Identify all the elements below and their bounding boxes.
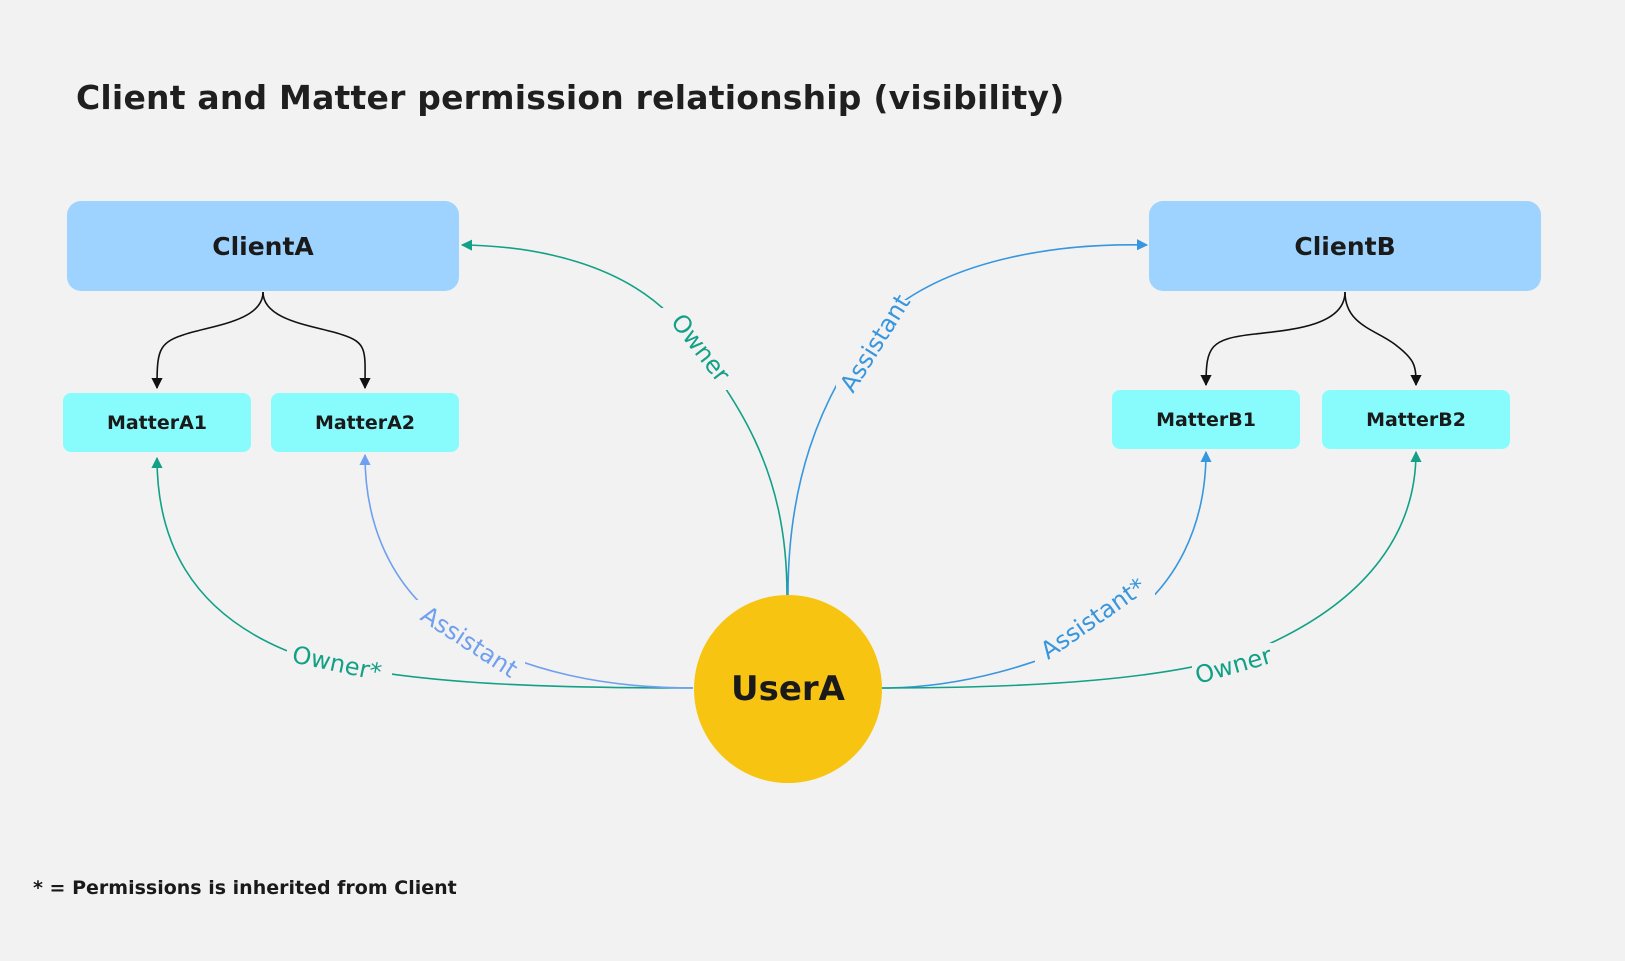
edge-user-client-b [787,239,1149,596]
edge-client-a-matter-a1 [151,291,264,390]
edge-client-b-matter-b1 [1200,291,1346,387]
node-matter-a2[interactable]: MatterA2 [271,393,459,452]
footnote: * = Permissions is inherited from Client [33,877,457,899]
node-matter-b1[interactable]: MatterB1 [1112,390,1300,449]
edge-client-b-matter-b2 [1344,291,1422,387]
node-matter-b2[interactable]: MatterB2 [1322,390,1510,449]
node-client-a[interactable]: ClientA [67,201,459,291]
edge-user-matter-a2 [359,453,694,689]
node-client-b[interactable]: ClientB [1149,201,1541,291]
node-matter-a1[interactable]: MatterA1 [63,393,251,452]
edge-user-client-a [460,239,788,596]
edge-client-a-matter-a2 [262,291,371,390]
node-user-a[interactable]: UserA [694,595,882,783]
diagram-title: Client and Matter permission relationshi… [76,78,1065,117]
